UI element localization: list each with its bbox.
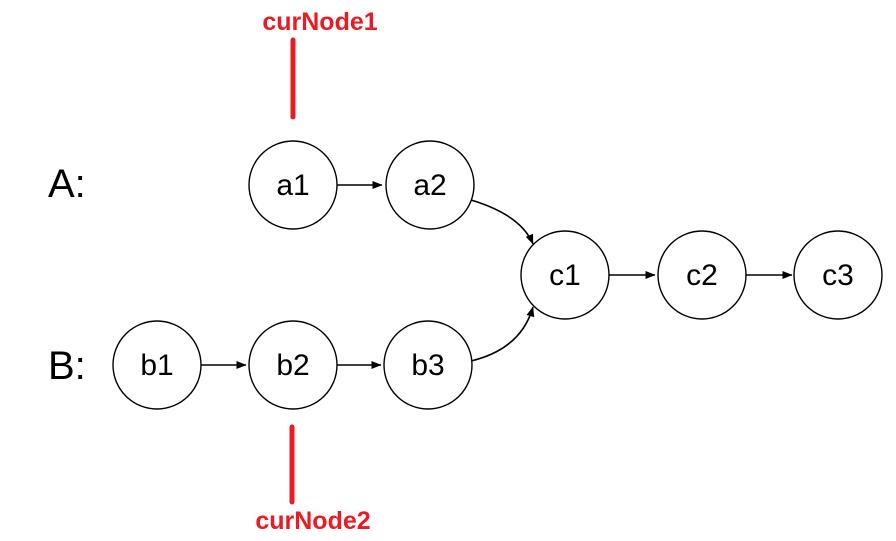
node-c2: c2 <box>657 230 747 320</box>
node-c1-label: c1 <box>549 259 581 292</box>
node-b3: b3 <box>383 320 473 410</box>
node-a2-circle <box>385 140 475 230</box>
node-b3-circle <box>383 320 473 410</box>
node-a2-label: a2 <box>413 169 446 202</box>
node-c2-label: c2 <box>686 259 718 292</box>
node-c3-circle <box>793 230 883 320</box>
node-c1: c1 <box>520 230 610 320</box>
node-a1-circle <box>248 140 338 230</box>
list-a-label: A: <box>48 162 86 206</box>
node-c3: c3 <box>793 230 883 320</box>
node-b2-circle <box>248 320 338 410</box>
node-c3-label: c3 <box>822 259 854 292</box>
pointer-curnode1-label: curNode1 <box>262 8 377 36</box>
node-c1-circle <box>520 230 610 320</box>
node-a1-label: a1 <box>276 169 309 202</box>
list-b-label: B: <box>48 344 86 388</box>
node-b1-label: b1 <box>140 349 173 382</box>
node-b1-circle <box>112 320 202 410</box>
node-b2-label: b2 <box>276 349 309 382</box>
node-b1: b1 <box>112 320 202 410</box>
pointer-curnode2-label: curNode2 <box>255 507 370 535</box>
edge-b3-c1 <box>470 306 535 362</box>
edge-a2-c1 <box>470 199 534 245</box>
node-b3-label: b3 <box>411 349 444 382</box>
node-a2: a2 <box>385 140 475 230</box>
node-c2-circle <box>657 230 747 320</box>
node-b2: b2 <box>248 320 338 410</box>
node-a1: a1 <box>248 140 338 230</box>
